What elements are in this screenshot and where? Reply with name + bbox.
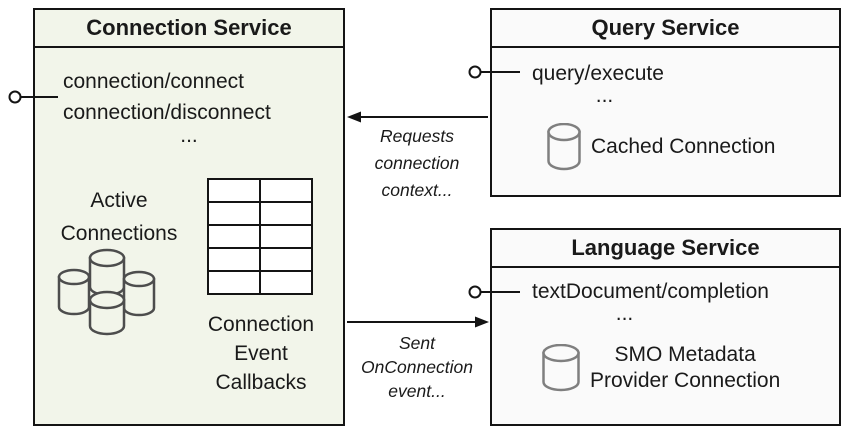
active-connections-line2: Connections (60, 222, 178, 245)
method-query-execute: query/execute (532, 62, 664, 85)
query-service-methods: query/execute (532, 58, 664, 89)
table-cell (259, 224, 313, 249)
smo-metadata-label: SMO Metadata Provider Connection (590, 342, 780, 394)
table-cell (259, 247, 313, 272)
sent-line2: OnConnection (361, 357, 473, 377)
callbacks-line2: Event (234, 342, 288, 365)
connection-service-box: Connection Service connection/connect co… (33, 8, 345, 426)
active-connections-line1: Active (90, 189, 148, 212)
connection-service-methods: connection/connect connection/disconnect (63, 66, 271, 128)
smo-line1: SMO Metadata (614, 343, 756, 366)
connection-event-callbacks-table (207, 178, 313, 295)
requests-line3: context... (381, 180, 453, 200)
requests-line2: connection (374, 153, 460, 173)
connection-event-callbacks-label: Connection Event Callbacks (155, 310, 367, 397)
table-cell (259, 270, 313, 295)
table-cell (207, 270, 261, 295)
callbacks-line3: Callbacks (215, 371, 307, 394)
table-cell (207, 201, 261, 226)
query-service-box: Query Service query/execute ... Cached C… (490, 8, 841, 197)
smo-line2: Provider Connection (590, 369, 781, 392)
connection-service-title: Connection Service (35, 10, 343, 48)
database-icon (547, 123, 581, 171)
language-service-methods: textDocument/completion (532, 276, 769, 307)
smo-metadata-row: SMO Metadata Provider Connection (542, 338, 780, 398)
language-service-box: Language Service textDocument/completion… (490, 228, 841, 426)
query-methods-ellipsis: ... (595, 84, 614, 107)
connection-methods-ellipsis: ... (180, 124, 198, 147)
table-cell (207, 224, 261, 249)
database-icon (542, 344, 580, 392)
requests-arrow-label: Requests connection context... (350, 123, 484, 204)
cached-connection-row: Cached Connection (547, 120, 775, 174)
database-cluster-icon (57, 248, 156, 336)
active-connections-label: Active Connections (49, 184, 189, 250)
method-connection-connect: connection/connect (63, 70, 244, 93)
sent-line3: event... (388, 381, 446, 401)
language-methods-ellipsis: ... (615, 302, 634, 325)
method-textdocument-completion: textDocument/completion (532, 280, 769, 303)
method-connection-disconnect: connection/disconnect (63, 101, 271, 124)
table-cell (207, 178, 261, 203)
sent-onconnection-arrow (347, 316, 489, 328)
query-service-title: Query Service (492, 10, 839, 48)
sent-arrow-label: Sent OnConnection event... (347, 331, 487, 403)
callbacks-line1: Connection (207, 313, 315, 336)
cached-connection-label: Cached Connection (591, 135, 776, 158)
requests-line1: Requests (380, 126, 454, 146)
language-service-title: Language Service (492, 230, 839, 268)
requests-connection-arrow (347, 111, 488, 123)
table-cell (259, 201, 313, 226)
table-cell (207, 247, 261, 272)
sent-line1: Sent (399, 333, 435, 353)
table-cell (259, 178, 313, 203)
